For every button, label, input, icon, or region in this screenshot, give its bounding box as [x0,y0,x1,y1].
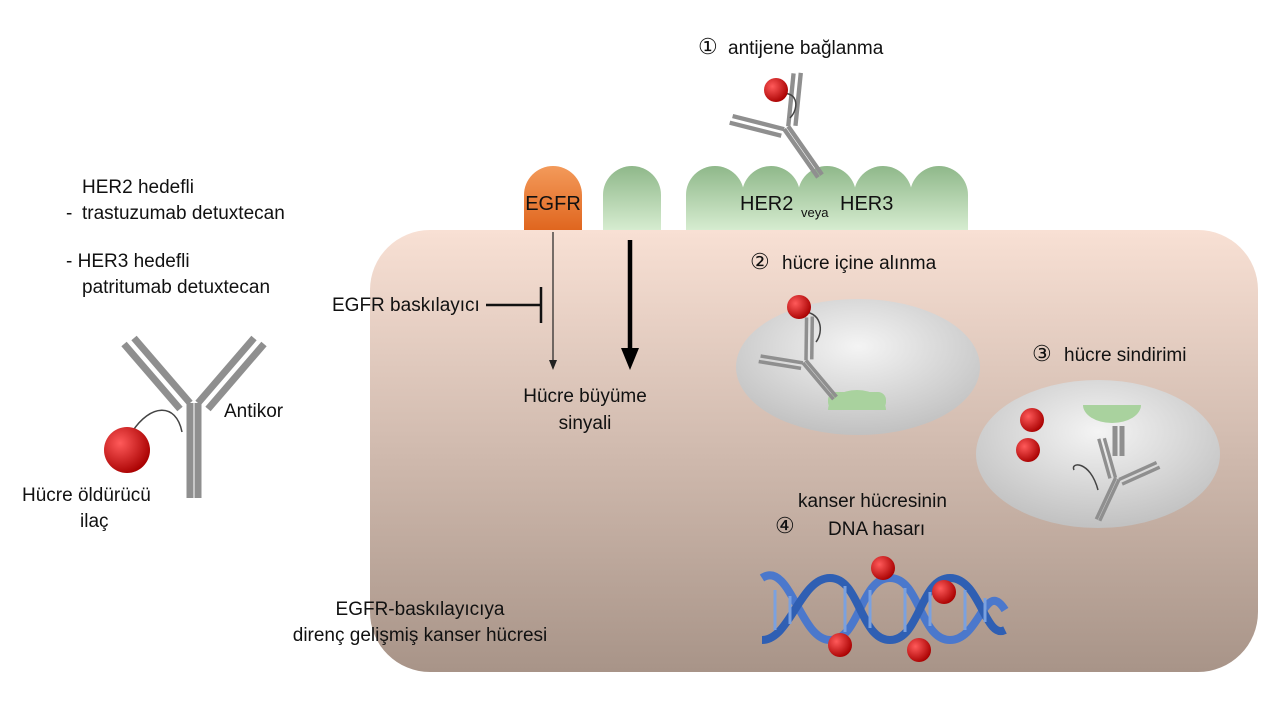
payload-ball-large [104,427,150,473]
payload-label-line2: ilaç [80,511,109,532]
step-4-label-line1: kanser hücresinin [798,491,947,512]
her3-receptor-label: HER3 [840,193,894,215]
her2-drug-name: trastuzumab detuxtecan [82,203,285,224]
cell-caption-line1: EGFR-baskılayıcıya [335,599,505,620]
egfr-label: EGFR [525,193,581,215]
her2-dash: - [66,203,73,224]
step-1-number: ① [698,34,718,59]
receptor-green-5 [854,166,912,230]
antibody-label: Antikor [224,401,284,422]
receptor-green-2 [686,166,744,230]
step-4-number: ④ [775,513,795,538]
step-2-label: hücre içine alınma [782,253,937,274]
step-2-number: ② [750,249,770,274]
egfr-receptor [524,166,582,230]
step-3-number: ③ [1032,341,1052,366]
growth-signal-line2: sinyali [558,413,612,434]
receptor-row [524,166,968,230]
step-4-label-line2: DNA hasarı [828,519,926,540]
receptor-green-3 [742,166,800,230]
cancer-cell [370,230,1258,672]
receptor-green-6 [910,166,968,230]
growth-signal-line1: Hücre büyüme [523,386,647,407]
antibody-drug-conjugate-diagram [104,338,264,498]
her2-receptor-label: HER2 [740,193,794,215]
payload-label-line1: Hücre öldürücü [22,485,151,506]
receptor-green-4 [798,166,856,230]
step-3-label: hücre sindirimi [1064,345,1187,366]
veya-label: veya [801,205,829,220]
binding-antibody [728,70,856,201]
lysosome-vesicle [976,380,1220,536]
her2-title: HER2 hedefli [82,177,194,198]
signal-arrows [486,232,639,370]
cell-caption-line2: direnç gelişmiş kanser hücresi [292,625,548,646]
dna-helix [759,556,1009,662]
receptor-green-1 [603,166,661,230]
endosome-vesicle [736,295,980,435]
step-1-label: antijene bağlanma [728,38,884,59]
egfr-inhibitor-label: EGFR baskılayıcı [332,295,480,316]
her3-drug-name: patritumab detuxtecan [82,277,271,298]
her3-title: - HER3 hedefli [66,251,190,272]
